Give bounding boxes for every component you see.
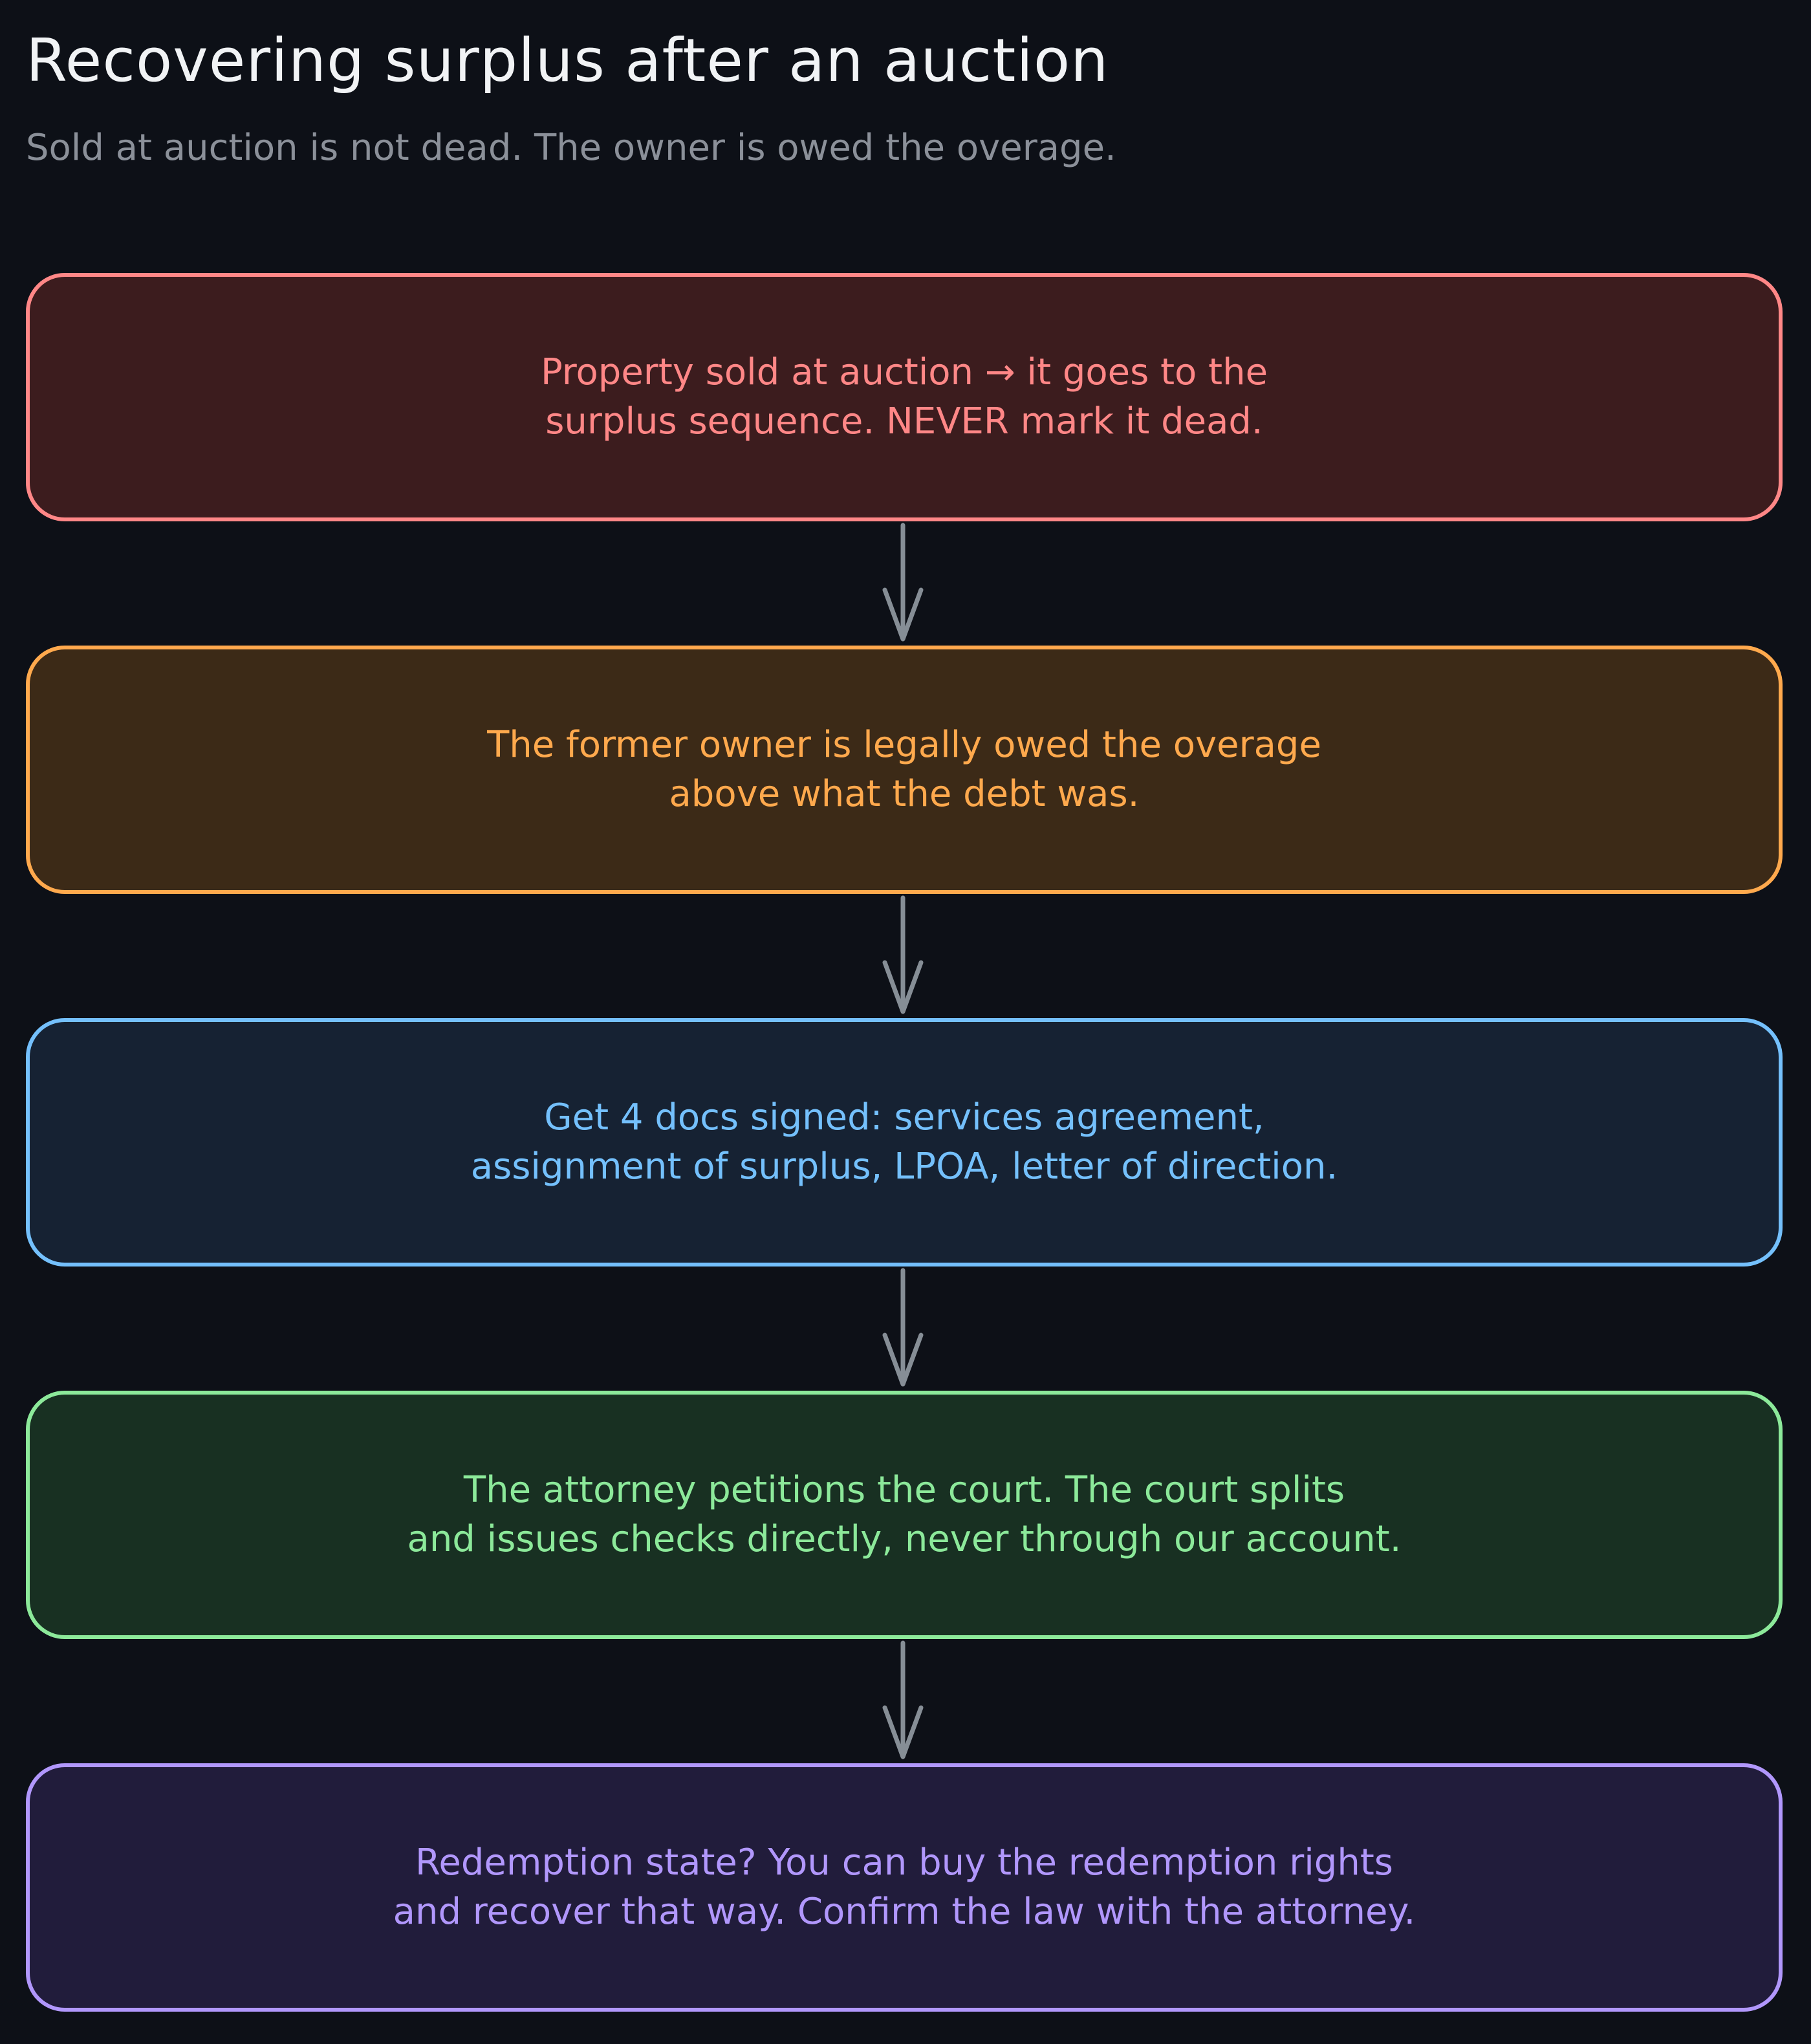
- arrow-down-icon: [882, 523, 924, 642]
- step-3-text: Get 4 docs signed: services agreement, a…: [470, 1096, 1338, 1188]
- arrow-down-icon: [882, 1268, 924, 1387]
- step-3-sign-docs: Get 4 docs signed: services agreement, a…: [26, 1018, 1783, 1267]
- step-5-text: Redemption state? You can buy the redemp…: [393, 1842, 1416, 1933]
- step-1-auction-sold: Property sold at auction → it goes to th…: [26, 273, 1783, 521]
- step-1-text: Property sold at auction → it goes to th…: [540, 351, 1268, 442]
- page-title: Recovering surplus after an auction: [26, 26, 1109, 95]
- step-4-attorney-petition: The attorney petitions the court. The co…: [26, 1391, 1783, 1639]
- step-2-text: The former owner is legally owed the ove…: [487, 724, 1321, 815]
- step-5-redemption-state: Redemption state? You can buy the redemp…: [26, 1763, 1783, 2012]
- arrow-down-icon: [882, 1640, 924, 1759]
- step-4-text: The attorney petitions the court. The co…: [407, 1469, 1402, 1560]
- page-subtitle: Sold at auction is not dead. The owner i…: [26, 127, 1116, 169]
- step-2-owner-owed: The former owner is legally owed the ove…: [26, 646, 1783, 894]
- arrow-down-icon: [882, 895, 924, 1014]
